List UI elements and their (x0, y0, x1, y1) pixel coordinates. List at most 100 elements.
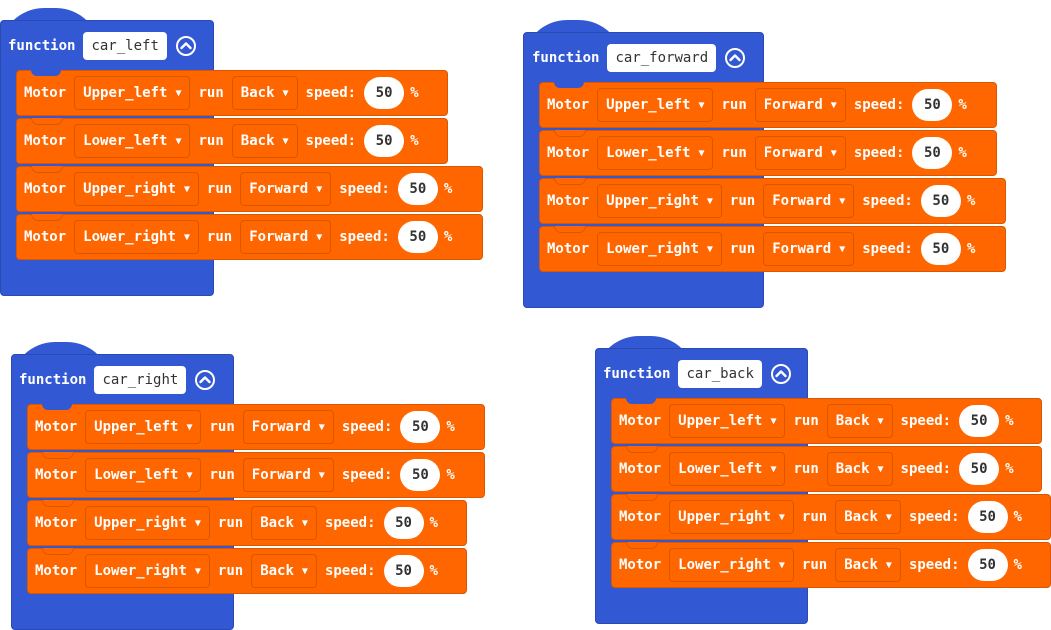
motor-select-value: Upper_left (94, 419, 179, 435)
motor-select[interactable]: Lower_left▼ (597, 136, 714, 170)
motor-select[interactable]: Lower_left▼ (669, 452, 786, 486)
function-name-field[interactable]: car_left (83, 32, 167, 60)
motor-select[interactable]: Upper_left▼ (74, 76, 191, 110)
triangle-down-icon: ▼ (183, 231, 190, 243)
speed-input[interactable]: 50 (383, 507, 424, 539)
direction-select-value: Back (260, 515, 294, 531)
triangle-down-icon: ▼ (282, 135, 289, 147)
chevron-up-circle-icon[interactable] (194, 369, 216, 391)
direction-select-value: Forward (763, 97, 823, 113)
speed-label: speed: (853, 97, 905, 113)
function-keyword: function (603, 366, 671, 382)
speed-label: speed: (305, 133, 357, 149)
chevron-up-circle-icon[interactable] (724, 47, 746, 69)
speed-input[interactable]: 50 (959, 405, 1000, 437)
chevron-up-circle-icon[interactable] (770, 363, 792, 385)
motor-select-value: Lower_left (83, 133, 168, 149)
run-label: run (801, 557, 828, 573)
speed-input[interactable]: 50 (364, 125, 405, 157)
motor-select[interactable]: Lower_left▼ (74, 124, 191, 158)
chevron-up-circle-icon[interactable] (175, 35, 197, 57)
motor-select-value: Upper_right (678, 509, 771, 525)
triangle-down-icon: ▼ (318, 421, 325, 433)
speed-input[interactable]: 50 (397, 173, 438, 205)
motor-block[interactable]: Motor Upper_right▼ run Back▼ speed: 50 % (27, 500, 467, 546)
speed-input[interactable]: 50 (920, 233, 961, 265)
function-keyword: function (8, 38, 76, 54)
speed-input[interactable]: 50 (920, 185, 961, 217)
motor-block[interactable]: Motor Lower_right▼ run Back▼ speed: 50 % (27, 548, 467, 594)
motor-select[interactable]: Upper_left▼ (669, 404, 786, 438)
speed-input[interactable]: 50 (383, 555, 424, 587)
triangle-down-icon: ▼ (301, 565, 308, 577)
triangle-down-icon: ▼ (778, 559, 785, 571)
direction-select[interactable]: Forward▼ (240, 172, 332, 206)
direction-select[interactable]: Forward▼ (763, 232, 855, 266)
motor-block[interactable]: Motor Upper_right▼ run Forward▼ speed: 5… (16, 166, 483, 212)
motor-block[interactable]: Motor Lower_right▼ run Forward▼ speed: 5… (16, 214, 483, 260)
motor-select[interactable]: Lower_left▼ (85, 458, 202, 492)
motor-label: Motor (619, 413, 662, 429)
triangle-down-icon: ▼ (175, 87, 182, 99)
motor-label: Motor (35, 515, 78, 531)
motor-select[interactable]: Upper_right▼ (85, 506, 210, 540)
motor-select[interactable]: Lower_right▼ (669, 548, 794, 582)
motor-select[interactable]: Upper_left▼ (597, 88, 714, 122)
function-keyword: function (532, 50, 600, 66)
motor-block[interactable]: Motor Lower_right▼ run Forward▼ speed: 5… (539, 226, 1006, 272)
direction-select[interactable]: Forward▼ (240, 220, 332, 254)
motor-select[interactable]: Upper_left▼ (85, 410, 202, 444)
run-label: run (198, 85, 224, 101)
speed-input[interactable]: 50 (397, 221, 438, 253)
percent-label: % (429, 515, 438, 531)
function-name-field[interactable]: car_forward (607, 44, 717, 72)
motor-block[interactable]: Motor Lower_left▼ run Back▼ speed: 50 % (611, 446, 1042, 492)
motor-block[interactable]: Motor Upper_right▼ run Back▼ speed: 50 % (611, 494, 1051, 540)
motor-block[interactable]: Motor Lower_left▼ run Forward▼ speed: 50… (27, 452, 485, 498)
motor-block[interactable]: Motor Lower_left▼ run Back▼ speed: 50 % (16, 118, 448, 164)
motor-select[interactable]: Upper_right▼ (597, 184, 722, 218)
direction-select[interactable]: Back▼ (835, 548, 901, 582)
motor-block[interactable]: Motor Upper_left▼ run Forward▼ speed: 50… (27, 404, 485, 450)
function-name-field[interactable]: car_back (678, 360, 762, 388)
speed-input[interactable]: 50 (400, 411, 441, 443)
motor-block[interactable]: Motor Upper_left▼ run Back▼ speed: 50 % (16, 70, 448, 116)
motor-block[interactable]: Motor Upper_left▼ run Forward▼ speed: 50… (539, 82, 997, 128)
direction-select[interactable]: Forward▼ (754, 88, 846, 122)
direction-select-value: Forward (251, 467, 311, 483)
motor-select[interactable]: Lower_right▼ (74, 220, 199, 254)
percent-label: % (1005, 461, 1014, 477)
speed-input[interactable]: 50 (967, 549, 1008, 581)
direction-select[interactable]: Forward▼ (242, 458, 334, 492)
direction-select[interactable]: Back▼ (231, 124, 298, 158)
direction-select[interactable]: Forward▼ (763, 184, 855, 218)
motor-block[interactable]: Motor Upper_right▼ run Forward▼ speed: 5… (539, 178, 1006, 224)
direction-select[interactable]: Back▼ (826, 452, 893, 486)
speed-input[interactable]: 50 (959, 453, 1000, 485)
direction-select[interactable]: Forward▼ (754, 136, 846, 170)
speed-label: speed: (900, 413, 952, 429)
motor-select[interactable]: Lower_right▼ (85, 554, 210, 588)
speed-input[interactable]: 50 (364, 77, 405, 109)
motor-label: Motor (619, 557, 662, 573)
function-name-field[interactable]: car_right (94, 366, 187, 394)
motor-select[interactable]: Upper_right▼ (669, 500, 794, 534)
motor-select[interactable]: Upper_right▼ (74, 172, 199, 206)
direction-select[interactable]: Back▼ (251, 506, 317, 540)
speed-input[interactable]: 50 (967, 501, 1008, 533)
triangle-down-icon: ▼ (186, 469, 193, 481)
speed-input[interactable]: 50 (400, 459, 441, 491)
motor-block[interactable]: Motor Lower_left▼ run Forward▼ speed: 50… (539, 130, 997, 176)
motor-block[interactable]: Motor Lower_right▼ run Back▼ speed: 50 % (611, 542, 1051, 588)
speed-input[interactable]: 50 (912, 137, 953, 169)
speed-input[interactable]: 50 (912, 89, 953, 121)
direction-select[interactable]: Back▼ (251, 554, 317, 588)
direction-select[interactable]: Back▼ (835, 500, 901, 534)
direction-select[interactable]: Forward▼ (242, 410, 334, 444)
percent-label: % (443, 229, 453, 245)
motor-block[interactable]: Motor Upper_left▼ run Back▼ speed: 50 % (611, 398, 1042, 444)
direction-select[interactable]: Back▼ (231, 76, 298, 110)
direction-select[interactable]: Back▼ (826, 404, 893, 438)
motor-select[interactable]: Lower_right▼ (597, 232, 722, 266)
run-label: run (721, 97, 747, 113)
